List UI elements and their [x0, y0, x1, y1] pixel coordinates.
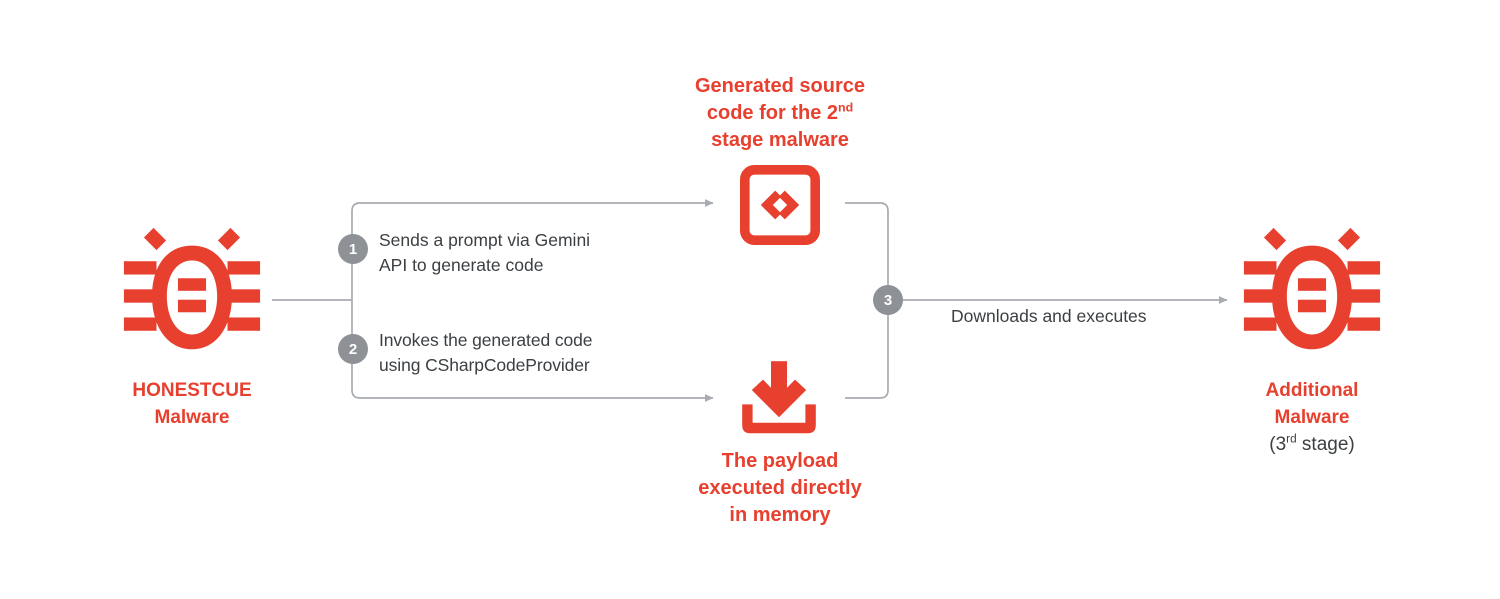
additional-malware-stage-pre: (3 — [1269, 434, 1287, 455]
payload-label-line1: The payload — [721, 450, 839, 472]
source-malware-caption: HONESTCUE Malware — [68, 377, 316, 431]
node-generated-code — [740, 165, 820, 250]
generated-code-label-line1: Generated source — [694, 75, 866, 97]
additional-malware-name-line1: Additional — [1265, 380, 1359, 401]
source-malware-name: HONESTCUE — [132, 380, 252, 401]
source-malware-subtitle: Malware — [154, 407, 230, 428]
bug-icon — [1243, 227, 1381, 350]
additional-malware-stage: (3rd stage) — [1188, 431, 1436, 458]
generated-code-label-line2-text: code for the 2 — [706, 102, 838, 124]
generated-code-label: Generated source code for the 2nd stage … — [655, 73, 905, 154]
bug-icon — [123, 227, 261, 350]
additional-malware-ordinal-suffix: rd — [1286, 432, 1297, 446]
step-2-badge: 2 — [338, 334, 368, 364]
payload-label-line3: in memory — [729, 504, 831, 526]
wire-step1-to-code — [351, 199, 714, 300]
node-payload — [730, 358, 828, 443]
payload-label-line2: executed directly — [698, 477, 862, 499]
additional-malware-caption: Additional Malware (3rd stage) — [1188, 377, 1436, 458]
step-1-text: Sends a prompt via Gemini API to generat… — [379, 230, 591, 275]
generated-code-label-line2: code for the 2nd — [655, 100, 905, 127]
wire-step2-to-payload — [351, 300, 714, 402]
step-2-text: Invokes the generated code using CSharpC… — [379, 330, 593, 375]
step-3-badge: 3 — [873, 285, 903, 315]
additional-malware-stage-post: stage) — [1296, 434, 1355, 455]
step-3-text: Downloads and executes — [951, 306, 1147, 326]
generated-code-ordinal-suffix: nd — [838, 100, 854, 115]
additional-malware-name-line2: Malware — [1274, 407, 1350, 428]
node-additional-malware — [1238, 222, 1386, 375]
step-1-badge: 1 — [338, 234, 368, 264]
download-icon — [742, 361, 816, 434]
generated-code-label-line3: stage malware — [711, 129, 849, 151]
code-brackets-icon — [740, 165, 820, 245]
payload-label: The payload executed directly in memory — [655, 448, 905, 529]
node-source-malware — [118, 222, 266, 375]
